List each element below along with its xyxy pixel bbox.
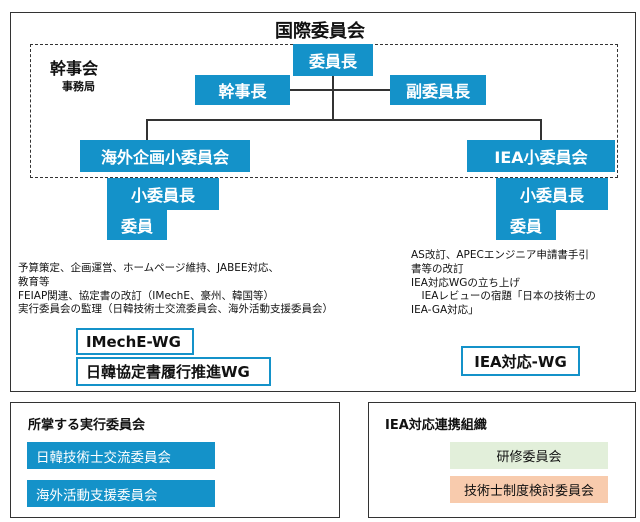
international-committee-frame — [10, 12, 636, 392]
japan-korea-exchange-committee-box: 日韓技術士交流委員会 — [27, 442, 215, 469]
exec-committees-panel — [10, 402, 340, 518]
connector-line — [147, 119, 542, 121]
connector-line — [290, 89, 390, 91]
kanji-group-label: 幹事会 — [50, 59, 99, 78]
connector-line — [332, 76, 334, 120]
vice-chair-box: 副委員長 — [390, 75, 486, 105]
iea-wg-box: IEA対応-WG — [461, 346, 580, 376]
exec-committees-title: 所掌する実行委員会 — [28, 418, 146, 433]
imeche-wg-box: IMechE-WG — [76, 328, 194, 355]
left-member-box: 委員 — [107, 210, 167, 240]
iea-org-panel — [368, 402, 636, 518]
chair-box: 委員長 — [293, 44, 373, 76]
right-subchair-box: 小委員長 — [496, 178, 608, 210]
training-committee-box: 研修委員会 — [450, 442, 608, 469]
secretariat-label: 事務局 — [62, 80, 95, 93]
overseas-planning-subcommittee-box: 海外企画小委員会 — [80, 140, 250, 172]
right-description: AS改訂、APECエンジニア申請書手引 書等の改訂 IEA対応WGの立ち上げ I… — [411, 249, 596, 317]
iea-subcommittee-box: IEA小委員会 — [467, 140, 615, 172]
right-member-box: 委員 — [496, 210, 556, 240]
korea-agreement-wg-box: 日韓協定書履行推進WG — [76, 357, 271, 386]
secretary-general-box: 幹事長 — [195, 75, 290, 105]
left-description: 予算策定、企画運営、ホームページ維持、JABEE対応、 教育等 FEIAP関連、… — [18, 262, 333, 316]
committee-title: 国際委員会 — [275, 21, 365, 42]
connector-line — [540, 119, 542, 140]
connector-line — [146, 119, 148, 140]
pe-system-committee-box: 技術士制度検討委員会 — [450, 476, 608, 503]
overseas-activity-support-committee-box: 海外活動支援委員会 — [27, 480, 215, 507]
iea-org-title: IEA対応連携組織 — [385, 418, 487, 433]
left-subchair-box: 小委員長 — [107, 178, 219, 210]
